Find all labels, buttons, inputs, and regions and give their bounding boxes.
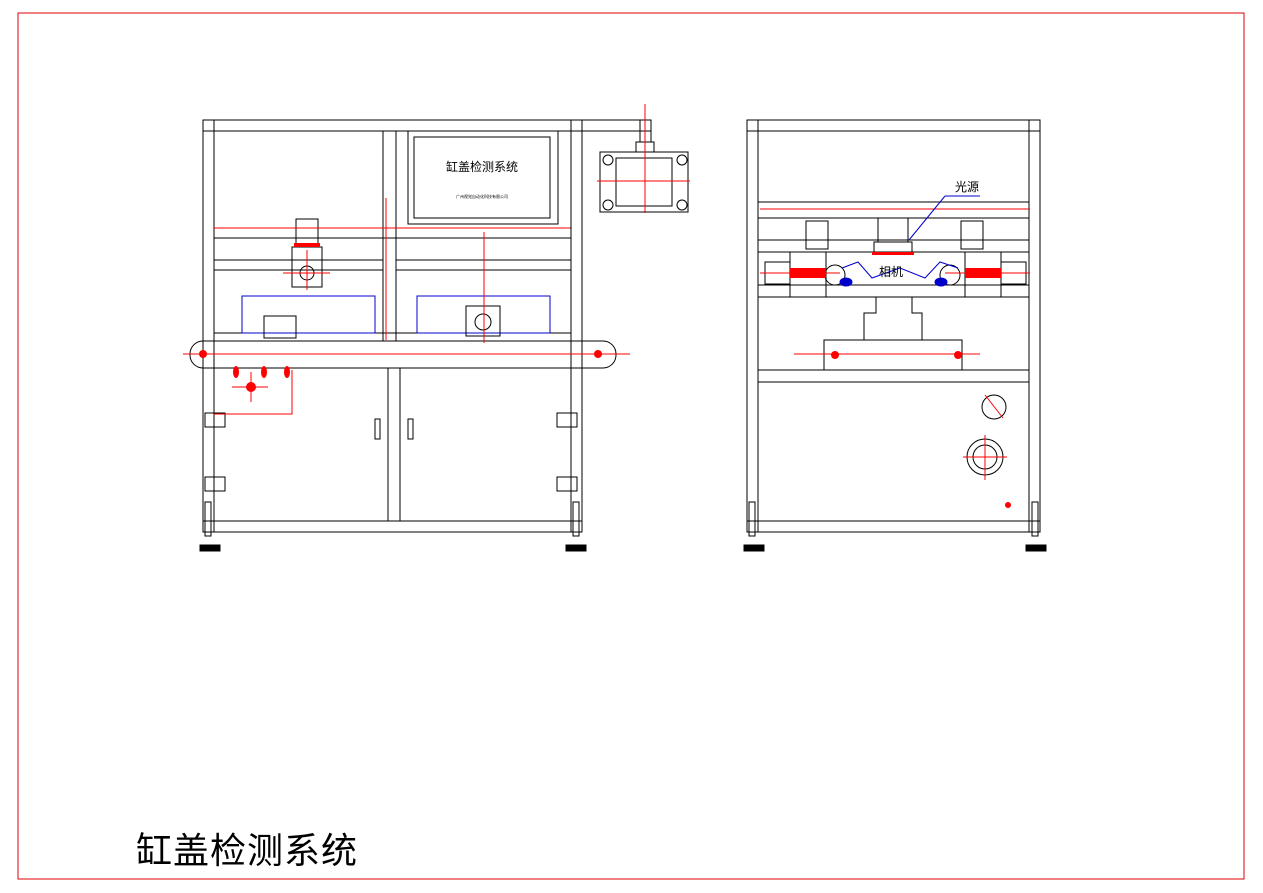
drawing-border — [17, 12, 1245, 880]
front-centerlines — [183, 104, 690, 415]
front-view — [189, 119, 689, 552]
screen-title: 缸盖检测系统 — [445, 160, 518, 174]
drawing-title: 缸盖检测系统 — [136, 831, 359, 872]
screen-subtitle: 广州视觉自动化科技有限公司 — [456, 194, 508, 199]
camera-lines — [839, 195, 980, 287]
front-markers — [199, 243, 602, 392]
camera-callout: 相机 — [879, 265, 904, 279]
side-view — [743, 119, 1047, 552]
side-markers — [790, 252, 1011, 508]
light-source-callout: 光源 — [955, 180, 980, 194]
